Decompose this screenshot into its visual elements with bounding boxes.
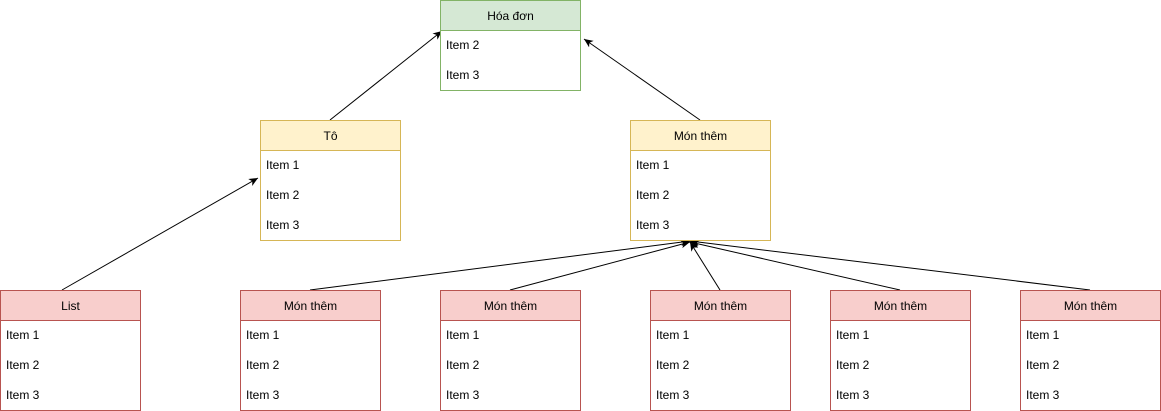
class-monthem-child-item: Item 1 xyxy=(246,328,280,342)
class-list[interactable]: List Item 1 Item 2 Item 3 xyxy=(0,290,141,411)
class-monthem-child-item: Item 1 xyxy=(656,328,690,342)
class-monthem-child-item: Item 1 xyxy=(836,328,870,342)
class-monthem-child-title: Món thêm xyxy=(1021,291,1160,321)
class-monthem-child-2[interactable]: Món thêm Item 1 Item 2 Item 3 xyxy=(440,290,581,411)
class-monthem-child-4[interactable]: Món thêm Item 1 Item 2 Item 3 xyxy=(830,290,971,411)
class-monthem-child-item: Item 2 xyxy=(1026,358,1060,372)
arrow-list-to xyxy=(61,177,259,291)
class-to-item: Item 2 xyxy=(266,188,300,202)
class-list-item: Item 2 xyxy=(6,358,40,372)
class-monthem-child-item: Item 1 xyxy=(446,328,480,342)
arrow-mt2-monthem xyxy=(509,240,691,291)
class-monthem-child-title: Món thêm xyxy=(441,291,580,321)
class-hoadon[interactable]: Hóa đơn Item 2 Item 3 xyxy=(440,0,581,91)
arrow-mt5-monthem xyxy=(689,238,1091,291)
arrow-mt3-monthem xyxy=(689,241,721,291)
class-monthem-child-title: Món thêm xyxy=(831,291,970,321)
class-monthem-title: Món thêm xyxy=(631,121,770,151)
class-hoadon-title: Hóa đơn xyxy=(441,1,580,31)
class-monthem-child-item: Item 3 xyxy=(246,388,280,402)
class-monthem-child-3[interactable]: Món thêm Item 1 Item 2 Item 3 xyxy=(650,290,791,411)
arrow-mt4-monthem xyxy=(689,240,901,291)
class-to-item: Item 1 xyxy=(266,158,300,172)
class-monthem-child-item: Item 1 xyxy=(1026,328,1060,342)
class-monthem-child-5[interactable]: Món thêm Item 1 Item 2 Item 3 xyxy=(1020,290,1161,411)
class-list-item: Item 3 xyxy=(6,388,40,402)
class-monthem-item: Item 2 xyxy=(636,188,670,202)
class-to-item: Item 3 xyxy=(266,218,300,232)
class-monthem-child-item: Item 2 xyxy=(836,358,870,372)
class-monthem-child-item: Item 2 xyxy=(446,358,480,372)
arrow-to-hoadon xyxy=(329,30,443,121)
class-list-title: List xyxy=(1,291,140,321)
class-monthem-child-item: Item 3 xyxy=(656,388,690,402)
class-monthem-child-title: Món thêm xyxy=(241,291,380,321)
class-hoadon-item: Item 3 xyxy=(446,68,480,82)
arrow-mt1-monthem xyxy=(309,238,691,291)
class-monthem-child-item: Item 3 xyxy=(1026,388,1060,402)
class-monthem-item: Item 3 xyxy=(636,218,670,232)
class-monthem-item: Item 1 xyxy=(636,158,670,172)
class-monthem-child-item: Item 2 xyxy=(246,358,280,372)
class-monthem-child-item: Item 3 xyxy=(836,388,870,402)
class-list-item: Item 1 xyxy=(6,328,40,342)
class-monthem[interactable]: Món thêm Item 1 Item 2 Item 3 xyxy=(630,120,771,241)
class-hoadon-item: Item 2 xyxy=(446,38,480,52)
class-to[interactable]: Tô Item 1 Item 2 Item 3 xyxy=(260,120,401,241)
class-monthem-child-item: Item 3 xyxy=(446,388,480,402)
class-monthem-child-1[interactable]: Món thêm Item 1 Item 2 Item 3 xyxy=(240,290,381,411)
class-monthem-child-title: Món thêm xyxy=(651,291,790,321)
arrow-monthem-hoadon xyxy=(583,38,701,121)
class-to-title: Tô xyxy=(261,121,400,151)
class-monthem-child-item: Item 2 xyxy=(656,358,690,372)
